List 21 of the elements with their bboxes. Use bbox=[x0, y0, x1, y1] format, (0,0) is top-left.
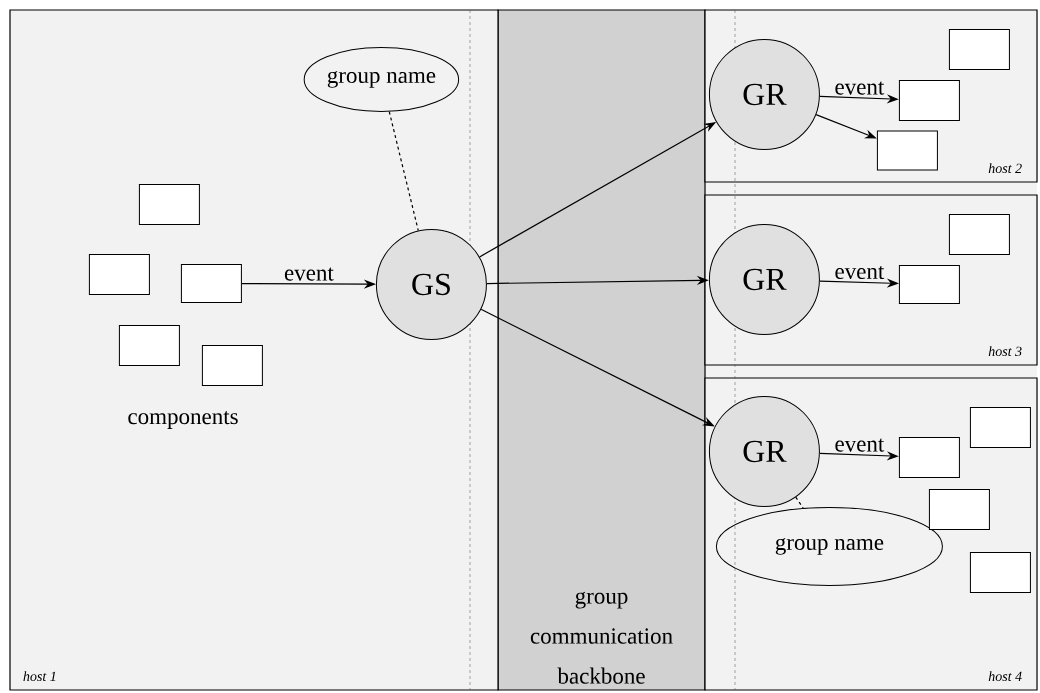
component-box bbox=[898, 264, 960, 304]
component-box bbox=[201, 344, 263, 386]
edge-label: event bbox=[833, 437, 886, 453]
edge-label: event bbox=[833, 80, 886, 96]
connector-line bbox=[795, 496, 804, 509]
component-box bbox=[118, 324, 180, 366]
component-box bbox=[180, 263, 242, 303]
connector-line bbox=[388, 111, 419, 232]
caption-text: components bbox=[128, 411, 238, 429]
component-box bbox=[969, 406, 1031, 448]
band-label: group communication backbone bbox=[500, 590, 703, 685]
component-box bbox=[88, 253, 150, 295]
component-box bbox=[876, 130, 938, 171]
component-box bbox=[948, 28, 1010, 70]
component-box bbox=[138, 183, 200, 225]
edge-label: event bbox=[283, 266, 335, 282]
component-box bbox=[898, 79, 960, 121]
component-box bbox=[948, 213, 1010, 255]
component-box bbox=[969, 551, 1031, 593]
component-box bbox=[898, 436, 960, 478]
component-box bbox=[928, 488, 990, 530]
